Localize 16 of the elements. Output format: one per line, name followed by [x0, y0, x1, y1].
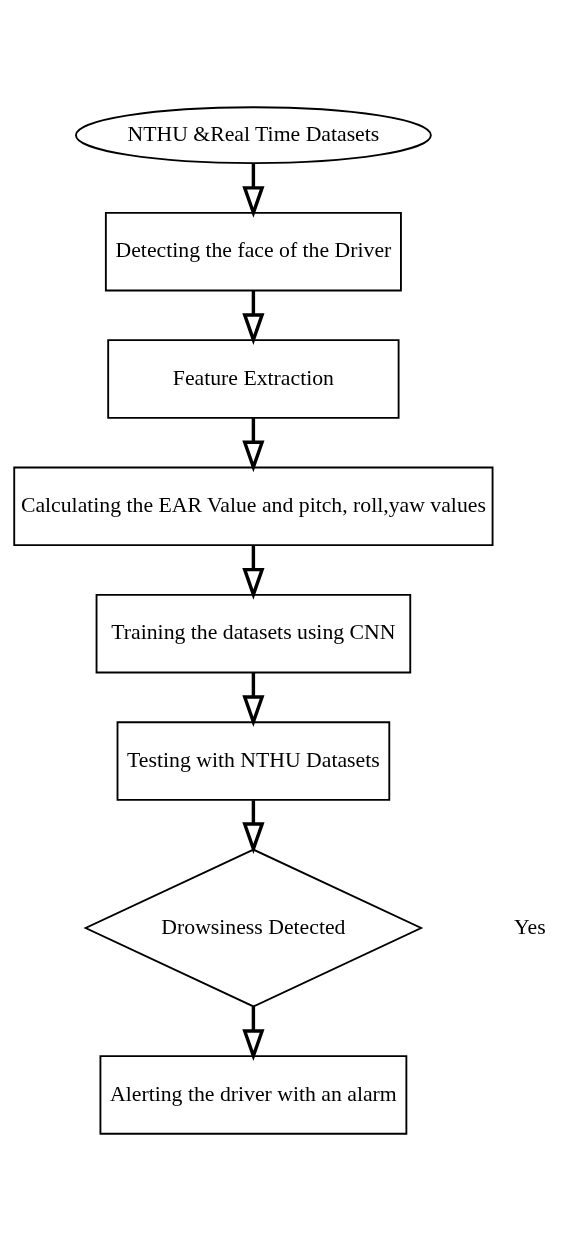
node-box: Alerting the driver with an alarm — [99, 1054, 408, 1135]
arrow — [242, 289, 265, 345]
node-ellipse: NTHU &Real Time Datasets — [74, 105, 432, 164]
arrow — [242, 163, 265, 218]
node-box: Testing with NTHU Datasets — [116, 720, 391, 801]
node-diamond: Drowsiness Detected — [83, 848, 424, 1007]
node-box: Detecting the face of the Driver — [104, 211, 402, 291]
arrow — [242, 417, 265, 472]
label: Yes — [514, 914, 546, 939]
arrow — [242, 544, 265, 600]
arrow — [242, 1006, 265, 1061]
arrow — [242, 672, 265, 727]
node-box: Training the datasets using CNN — [95, 593, 412, 673]
node-box: Calculating the EAR Value and pitch, roll,yaw values — [13, 466, 494, 546]
node-box: Feature Extraction — [107, 338, 400, 419]
arrow — [242, 799, 265, 854]
